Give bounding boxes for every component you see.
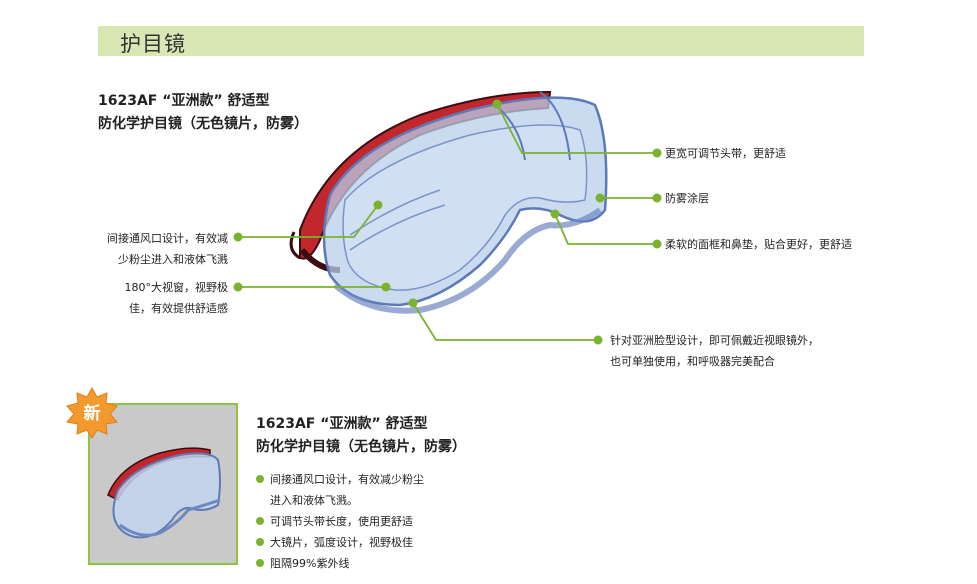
callout-view-line2: 佳，有效提供舒适感 [129,302,228,315]
section-title: 护目镜 [120,32,186,56]
main-product-title: 1623AF “亚洲款” 舒适型 防化学护目镜（无色镜片，防雾） [98,90,308,136]
feature-text: 可调节头带长度，使用更舒适 [270,515,413,528]
feature-text: 大镜片，弧度设计，视野极佳 [270,536,413,549]
callout-vent-line2: 少粉尘进入和液体飞溅 [118,253,228,266]
new-badge-star-icon [66,387,118,439]
callout-vent: 间接通风口设计，有效减 少粉尘进入和液体飞溅 [78,228,228,270]
new-product-title-line2: 防化学护目镜（无色镜片，防雾） [256,439,466,455]
callout-view: 180°大视窗，视野极 佳，有效提供舒适感 [78,277,229,319]
feature-item-continuation: 进入和液体飞溅。 [270,494,358,507]
callout-nose-pad: 柔软的面框和鼻垫，贴合更好，更舒适 [665,238,852,251]
bullet-dot-icon [256,559,264,567]
new-product-features: 间接通风口设计，有效减少粉尘 进入和液体飞溅。 可调节头带长度，使用更舒适 大镜… [256,469,424,574]
goggle-thumbnail-image [107,447,221,539]
new-product-title-line1: 1623AF “亚洲款” 舒适型 [256,416,428,432]
new-product-title: 1623AF “亚洲款” 舒适型 防化学护目镜（无色镜片，防雾） [256,413,466,459]
callout-antifog: 防雾涂层 [665,192,709,205]
bullet-dot-icon [256,517,264,525]
feature-item: 可调节头带长度，使用更舒适 [256,511,424,532]
bullet-dot-icon [256,475,264,483]
bullet-dot-icon [256,538,264,546]
new-badge-label: 新 [83,404,101,424]
callout-vent-line1: 间接通风口设计，有效减 [107,232,228,245]
main-product-title-line1: 1623AF “亚洲款” 舒适型 [98,93,270,109]
feature-text: 间接通风口设计，有效减少粉尘 [270,473,424,486]
callout-asian-fit-line1: 针对亚洲脸型设计，即可佩戴近视眼镜外， [610,334,819,347]
new-product-thumbnail [88,403,238,565]
callout-strap: 更宽可调节头带，更舒适 [665,147,786,160]
callout-view-line1: 180°大视窗，视野极 [124,281,229,294]
section-header-bar [98,26,864,56]
feature-item: 大镜片，弧度设计，视野极佳 [256,532,424,553]
feature-text: 阻隔99%紫外线 [270,557,350,570]
callout-asian-fit: 针对亚洲脸型设计，即可佩戴近视眼镜外， 也可单独使用，和呼吸器完美配合 [610,330,819,372]
main-product-title-line2: 防化学护目镜（无色镜片，防雾） [98,116,308,132]
feature-item: 间接通风口设计，有效减少粉尘 [256,469,424,490]
feature-item: 阻隔99%紫外线 [256,553,424,574]
callout-asian-fit-line2: 也可单独使用，和呼吸器完美配合 [610,355,775,368]
